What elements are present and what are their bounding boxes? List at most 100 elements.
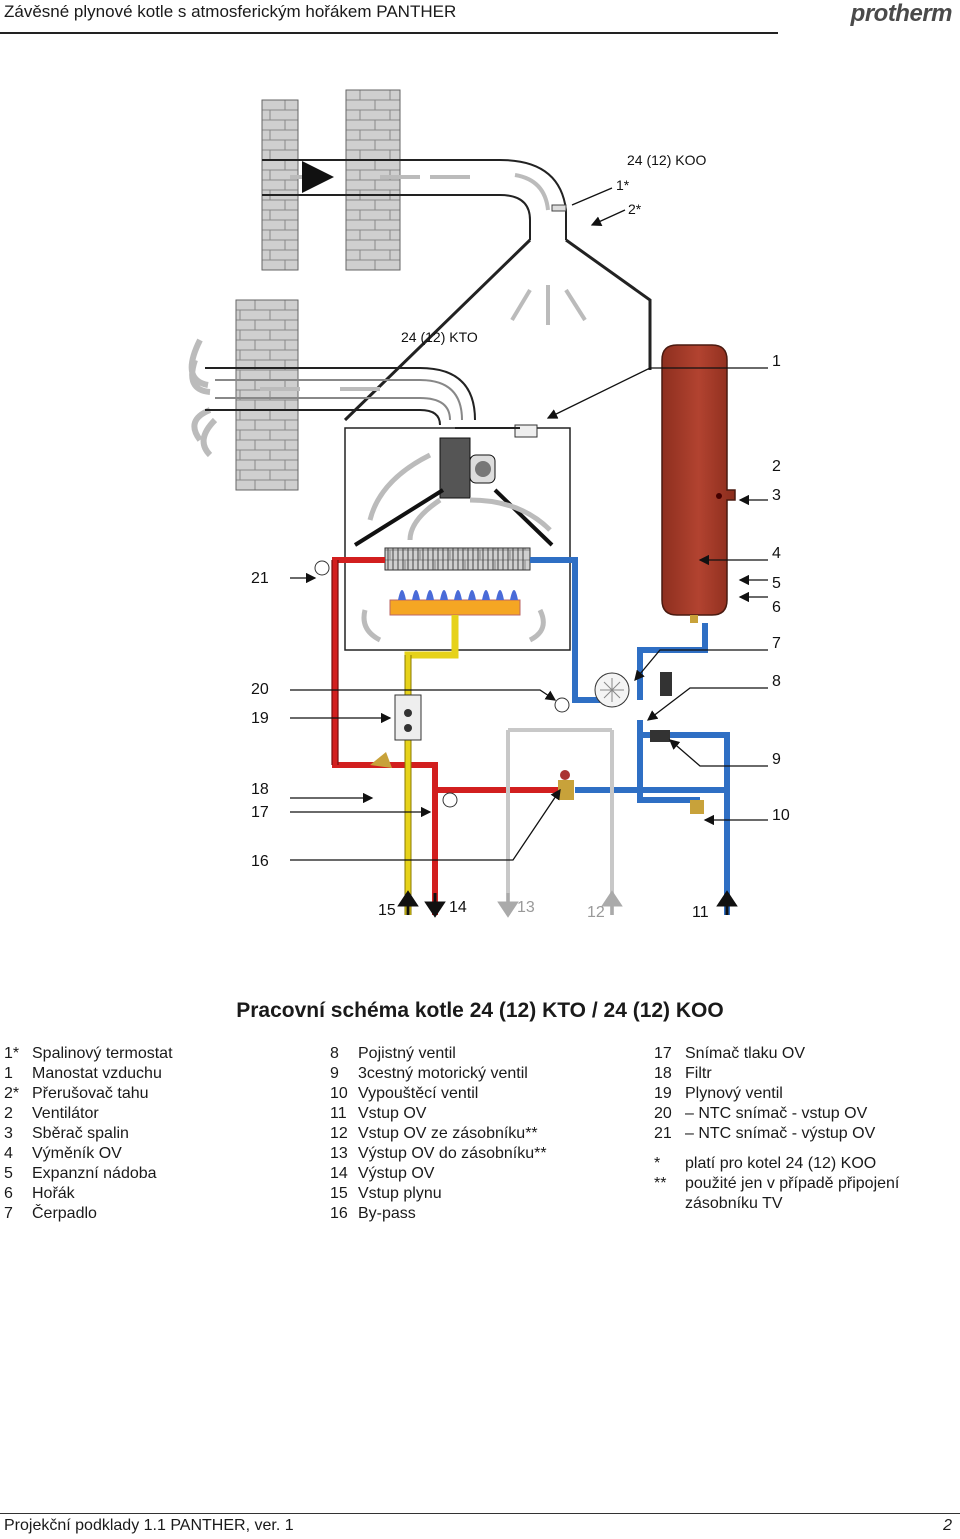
legend-number: 20 <box>654 1105 672 1122</box>
label-left-20: 20 <box>251 681 269 698</box>
label-right-7: 7 <box>772 635 781 652</box>
safety-valve <box>660 672 672 696</box>
legend-number: 4 <box>4 1145 13 1162</box>
legend-number: 5 <box>4 1165 13 1182</box>
legend-text: Ventilátor <box>32 1105 99 1122</box>
legend-number: 15 <box>330 1185 348 1202</box>
legend-item: 12 Vstup OV ze zásobníku** <box>330 1124 547 1144</box>
legend-item: 17 Snímač tlaku OV <box>654 1044 899 1064</box>
label-bottom-14: 14 <box>449 899 467 916</box>
legend-text: Spalinový termostat <box>32 1045 173 1062</box>
legend-item: 5 Expanzní nádoba <box>4 1164 173 1184</box>
legend-text: Vstup OV <box>358 1105 427 1122</box>
legend-text: – NTC snímač - výstup OV <box>685 1125 876 1142</box>
flue-pipe-coaxial <box>205 367 476 426</box>
note-text: použité jen v případě připojení <box>685 1175 900 1192</box>
gas-valve <box>394 694 422 741</box>
legend-number: 9 <box>330 1065 339 1082</box>
label-left-18: 18 <box>251 781 269 798</box>
gauge-outlet <box>314 560 330 576</box>
note-text: platí pro kotel 24 (12) KOO <box>685 1155 877 1172</box>
legend-text: Výměník OV <box>32 1145 122 1162</box>
label-koo: 24 (12) KOO <box>627 152 706 168</box>
filter <box>370 752 392 768</box>
label-right-6: 6 <box>772 599 781 616</box>
gas-pipe <box>404 615 459 915</box>
connection-arrows <box>397 890 738 918</box>
legend-item: 21 – NTC snímač - výstup OV <box>654 1124 899 1144</box>
label-right-10: 10 <box>772 807 790 824</box>
legend-number: 12 <box>330 1125 348 1142</box>
legend-number: 8 <box>330 1045 339 1062</box>
bypass-pipes <box>506 728 614 915</box>
legend-number: 1* <box>4 1045 20 1062</box>
label-right-5: 5 <box>772 575 781 592</box>
legend-text: Vstup OV ze zásobníku** <box>358 1125 538 1142</box>
hot-water-pipes <box>332 557 560 915</box>
legend-text: Snímač tlaku OV <box>685 1045 806 1062</box>
note-marker: ** <box>654 1175 667 1192</box>
wall-lower <box>188 299 299 491</box>
label-right-8: 8 <box>772 673 781 690</box>
label-left-17: 17 <box>251 804 269 821</box>
label-left-21: 21 <box>251 570 269 587</box>
wall-upper <box>261 89 401 271</box>
gauge-bypass <box>442 792 458 808</box>
legend-number: 13 <box>330 1145 348 1162</box>
legend-item: 1* Spalinový termostat <box>4 1044 173 1064</box>
label-bottom-11: 11 <box>692 904 709 921</box>
air-pressure-switch <box>514 424 538 438</box>
three-way-valve <box>650 730 670 742</box>
protherm-logo: protherm <box>850 0 953 27</box>
legend-text: Sběrač spalin <box>32 1125 129 1142</box>
legend-text: Vypouštěcí ventil <box>358 1085 479 1102</box>
burner <box>389 590 521 616</box>
legend-number: 14 <box>330 1165 348 1182</box>
legend-note: ** použité jen v případě připojení <box>654 1174 899 1194</box>
legend-item: 4 Výměník OV <box>4 1144 173 1164</box>
drain-valve <box>690 800 704 814</box>
label-left-16: 16 <box>251 853 269 870</box>
footer-rule <box>0 1513 960 1514</box>
legend-item: 2*Přerušovač tahu <box>4 1084 173 1104</box>
label-left-19: 19 <box>251 710 269 727</box>
legend-text: Manostat vzduchu <box>32 1065 162 1082</box>
note-text: zásobníku TV <box>685 1195 783 1212</box>
cold-water-pipes <box>530 557 730 915</box>
legend-text: Expanzní nádoba <box>32 1165 157 1182</box>
label-right-2: 2 <box>772 458 781 475</box>
label-bottom-13: 13 <box>517 899 535 916</box>
label-1-star: 1* <box>616 177 630 193</box>
legend-number: 21 <box>654 1125 672 1142</box>
legend-text: – NTC snímač - vstup OV <box>685 1105 868 1122</box>
note-marker: * <box>654 1155 661 1172</box>
legend-item: 20 – NTC snímač - vstup OV <box>654 1104 899 1124</box>
label-right-3: 3 <box>772 487 781 504</box>
legend-text: Výstup OV <box>358 1165 435 1182</box>
legend-number: 17 <box>654 1045 672 1062</box>
footer-document-name: Projekční podklady 1.1 PANTHER, ver. 1 <box>4 1517 294 1534</box>
label-bottom-15: 15 <box>378 902 396 919</box>
fan <box>439 437 496 499</box>
legend-number: 19 <box>654 1085 672 1102</box>
document-title: Závěsné plynové kotle s atmosferickým ho… <box>4 2 457 21</box>
isolation-valve <box>558 780 574 800</box>
label-right-9: 9 <box>772 751 781 768</box>
header-rule <box>0 32 778 34</box>
label-2-star: 2* <box>628 201 642 217</box>
label-kto: 24 (12) KTO <box>401 329 478 345</box>
leader-lines <box>290 367 768 861</box>
